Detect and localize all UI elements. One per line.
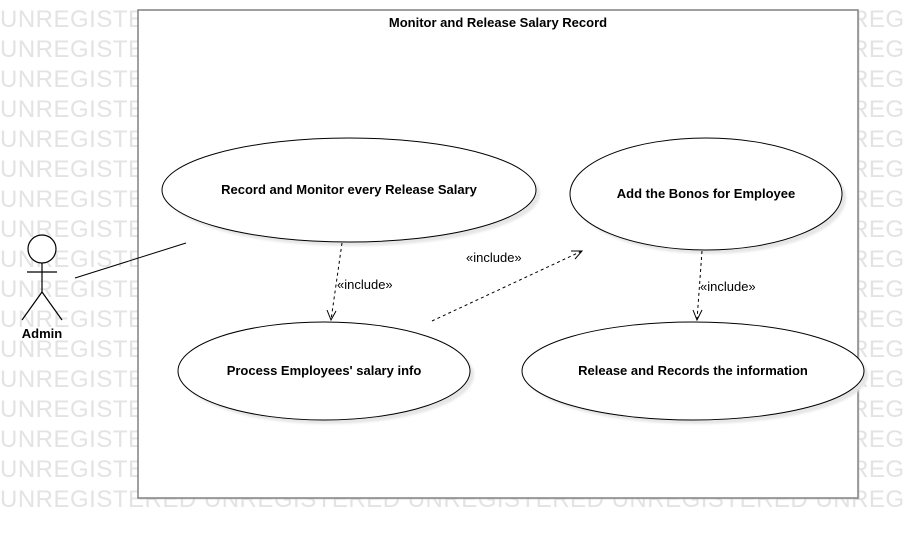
use-case-label: Process Employees' salary info (227, 363, 422, 378)
include-arrowhead (692, 309, 703, 322)
use-case-ellipse (177, 321, 471, 421)
use-case-process-info[interactable]: Process Employees' salary info (177, 321, 474, 424)
include-arrowhead (571, 250, 584, 260)
use-case-release-records[interactable]: Release and Records the information (521, 321, 868, 424)
include-relation-3[interactable]: «include» (692, 250, 756, 322)
actor-left-leg (21, 291, 43, 321)
include-label: «include» (466, 250, 522, 265)
use-case-label: Release and Records the information (578, 363, 808, 378)
use-case-ellipse (569, 137, 843, 251)
association-line[interactable] (74, 242, 187, 279)
include-line (330, 242, 343, 321)
include-arrowhead (326, 309, 337, 322)
include-relation-2[interactable]: «include» (431, 250, 584, 322)
system-title: Monitor and Release Salary Record (389, 15, 607, 30)
include-relation-1[interactable]: «include» (326, 242, 393, 322)
actor-right-leg (41, 291, 63, 321)
use-case-ellipse (521, 321, 865, 421)
actor-name: Admin (22, 326, 63, 341)
actor-admin[interactable]: Admin (21, 234, 63, 341)
use-case-ellipse (161, 137, 537, 243)
actor-head (27, 234, 57, 264)
include-label: «include» (700, 279, 756, 294)
use-case-add-bonus[interactable]: Add the Bonos for Employee (569, 137, 846, 254)
use-case-label: Record and Monitor every Release Salary (221, 182, 478, 197)
use-case-record-monitor[interactable]: Record and Monitor every Release Salary (161, 137, 540, 246)
use-case-label: Add the Bonos for Employee (617, 186, 795, 201)
include-label: «include» (337, 277, 393, 292)
